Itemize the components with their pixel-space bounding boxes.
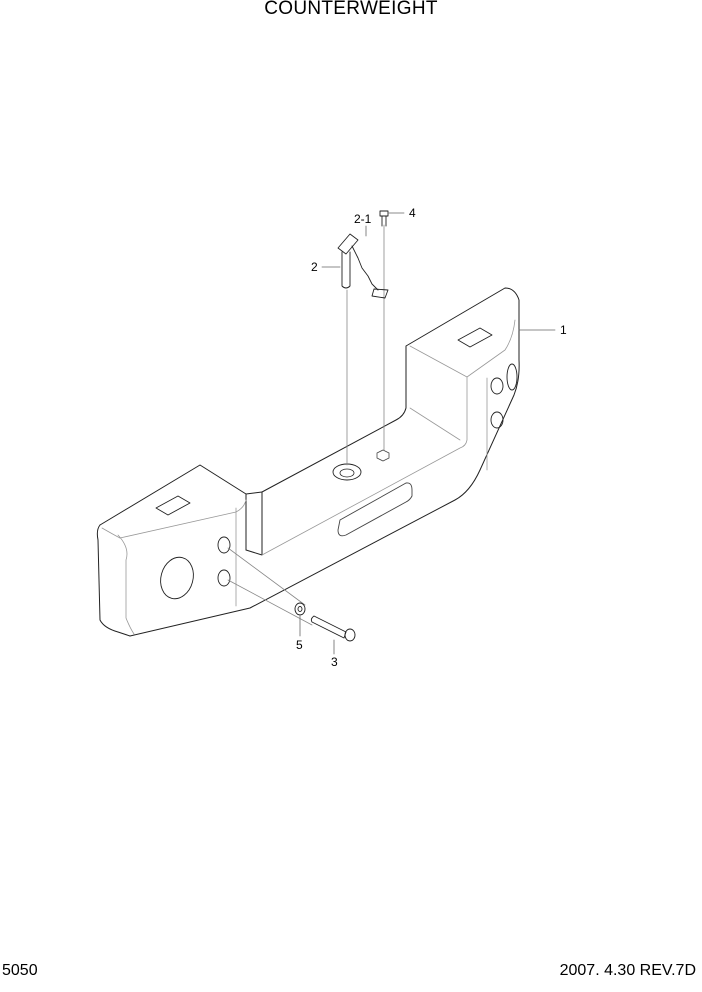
callout-1: 1 [560, 323, 567, 337]
pin-part [337, 233, 359, 289]
washer-part [294, 602, 306, 616]
callout-leaders [299, 212, 556, 655]
callout-2-1: 2-1 [354, 212, 372, 226]
counterweight-body [96, 287, 520, 637]
date-revision: 2007. 4.30 REV.7D [559, 962, 696, 979]
callout-5: 5 [296, 638, 303, 652]
page-number: 5050 [2, 962, 38, 979]
callout-4: 4 [409, 206, 416, 220]
chain-part [351, 245, 389, 299]
callout-2: 2 [311, 260, 318, 274]
screw-part [379, 210, 389, 227]
assembly-lines [227, 224, 385, 626]
callout-3: 3 [331, 655, 338, 669]
bolt-part [310, 615, 356, 642]
page-title: COUNTERWEIGHT [264, 0, 438, 19]
